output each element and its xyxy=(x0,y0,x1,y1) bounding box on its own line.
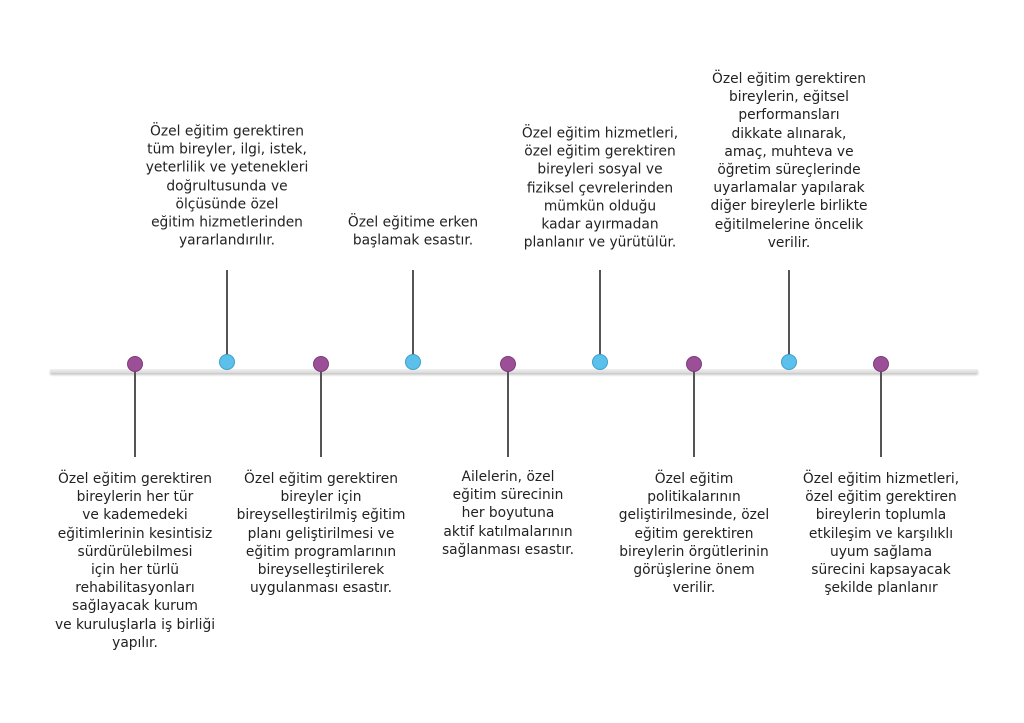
timeline-marker-purple xyxy=(127,356,143,372)
event-label: Özel eğitim gerektiren tüm bireyler, ilg… xyxy=(145,123,309,249)
timeline-marker-purple xyxy=(686,356,702,372)
event-label: Ailelerin, özel eğitim sürecinin her boy… xyxy=(441,469,575,558)
connector-line xyxy=(507,364,509,457)
timeline-marker-blue xyxy=(405,354,421,370)
timeline-axis xyxy=(50,369,978,373)
connector-line xyxy=(880,364,882,457)
connector-line xyxy=(693,364,695,457)
connector-line xyxy=(788,270,790,362)
timeline-marker-purple xyxy=(313,356,329,372)
connector-line xyxy=(599,270,601,362)
timeline-marker-blue xyxy=(219,354,235,370)
connector-line xyxy=(412,270,414,362)
event-label: Özel eğitim gerektiren bireylerin, eğits… xyxy=(710,70,868,251)
connector-line xyxy=(320,364,322,457)
event-label: Özel eğitim hizmetleri, özel eğitim gere… xyxy=(521,125,679,251)
event-label: Özel eğitim hizmetleri, özel eğitim gere… xyxy=(802,471,960,597)
timeline-marker-blue xyxy=(781,354,797,370)
connector-line xyxy=(134,364,136,457)
event-label: Özel eğitim gerektiren bireylerin her tü… xyxy=(54,471,216,651)
timeline-marker-blue xyxy=(592,354,608,370)
timeline-marker-purple xyxy=(500,356,516,372)
connector-line xyxy=(226,270,228,362)
event-label: Özel eğitim gerektiren bireyler için bir… xyxy=(236,471,406,597)
timeline-marker-purple xyxy=(873,356,889,372)
event-label: Özel eğitim politikalarının geliştirilme… xyxy=(618,471,770,597)
event-label: Özel eğitime erken başlamak esastır. xyxy=(347,214,479,249)
